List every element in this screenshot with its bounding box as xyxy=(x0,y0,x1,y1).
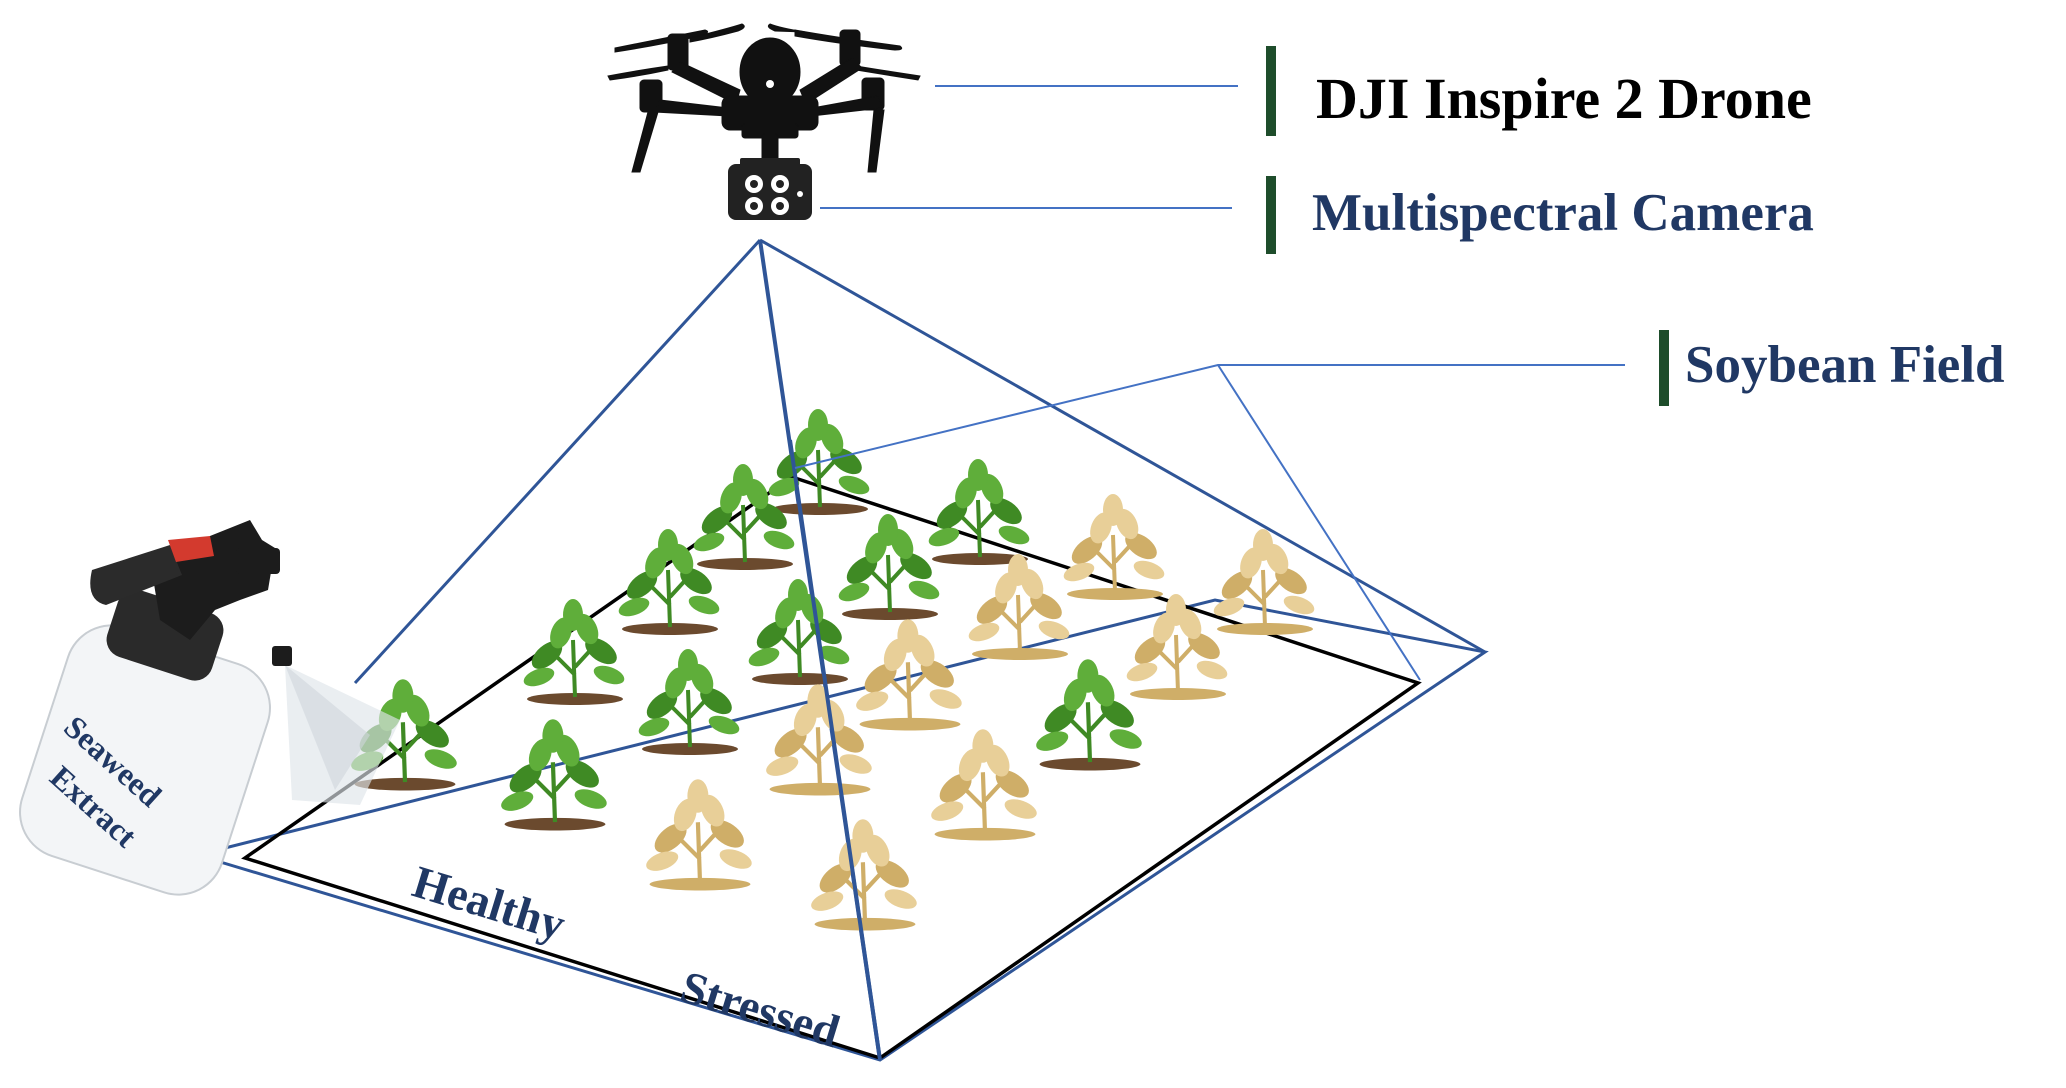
leader-field-branch xyxy=(1217,364,1421,681)
spray-mist xyxy=(285,665,400,805)
healthy-plant xyxy=(1036,659,1142,771)
tick-camera xyxy=(1266,176,1276,254)
label-field: Soybean Field xyxy=(1685,336,2005,394)
stressed-plant xyxy=(856,619,962,731)
stressed-plant xyxy=(931,729,1037,841)
tick-field xyxy=(1659,330,1669,406)
multispectral-camera-icon xyxy=(728,158,812,220)
fov-ray-center-front xyxy=(788,439,882,1061)
healthy-plant xyxy=(748,579,850,685)
stressed-plant xyxy=(1126,594,1228,700)
healthy-plant xyxy=(838,514,940,620)
stressed-plant xyxy=(1063,494,1165,600)
label-stressed: Stressed xyxy=(675,961,846,1057)
stressed-plant xyxy=(766,684,872,796)
label-drone: DJI Inspire 2 Drone xyxy=(1316,66,1812,131)
stressed-plant xyxy=(968,554,1070,660)
plant-grid xyxy=(351,409,1315,931)
healthy-plant xyxy=(618,529,720,635)
healthy-plant xyxy=(638,649,740,755)
tick-drone xyxy=(1266,46,1276,136)
fov-footprint xyxy=(191,598,1489,1062)
leader-field xyxy=(794,364,1625,469)
stressed-plant xyxy=(646,779,752,891)
field-plot-border xyxy=(241,475,1422,1060)
label-tick-bars xyxy=(1266,46,1669,406)
spray-bottle-icon xyxy=(19,520,292,896)
fov-ray-right xyxy=(759,238,1486,654)
healthy-plant xyxy=(693,464,795,570)
healthy-plant xyxy=(523,599,625,705)
leader-lines xyxy=(794,85,1625,681)
quadcopter-drone-icon xyxy=(607,23,921,173)
healthy-plant xyxy=(501,719,607,831)
label-camera: Multispectral Camera xyxy=(1312,184,1814,242)
fov-ray-left xyxy=(353,238,762,685)
stressed-plant xyxy=(811,819,917,931)
healthy-plant xyxy=(928,459,1030,565)
healthy-plant xyxy=(768,409,870,515)
stressed-plant xyxy=(1213,529,1315,635)
